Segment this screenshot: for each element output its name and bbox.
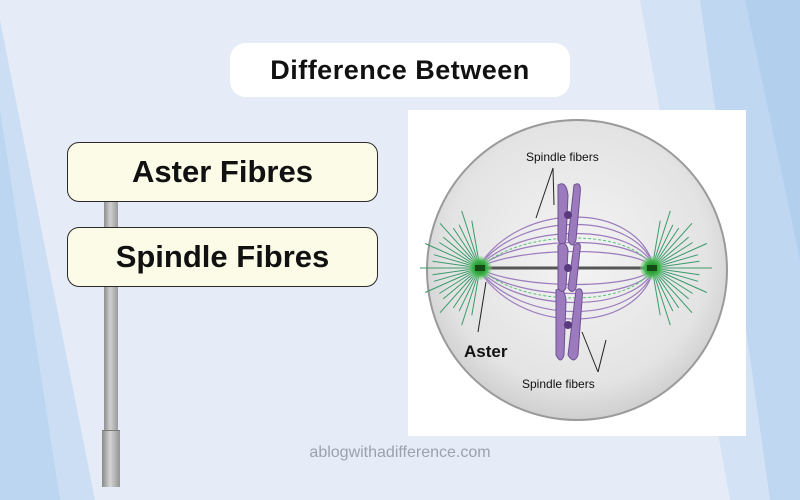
label-spindle-fibers-top: Spindle fibers xyxy=(526,150,599,164)
label-pointer-lines xyxy=(477,167,607,373)
page-title: Difference Between xyxy=(230,43,570,97)
sign-aster-fibres: Aster Fibres xyxy=(67,142,378,202)
label-aster: Aster xyxy=(464,342,508,361)
signpost-base xyxy=(102,430,120,487)
centromeres xyxy=(564,211,572,329)
cell-diagram-panel: Spindle fibers Spindle fibers Aster xyxy=(408,110,746,436)
sign-spindle-fibres: Spindle Fibres xyxy=(67,227,378,287)
chromosomes xyxy=(555,183,583,361)
mitosis-cell-diagram xyxy=(420,119,728,421)
watermark: ablogwithadifference.com xyxy=(309,444,491,461)
label-spindle-fibers-bottom: Spindle fibers xyxy=(522,377,595,391)
